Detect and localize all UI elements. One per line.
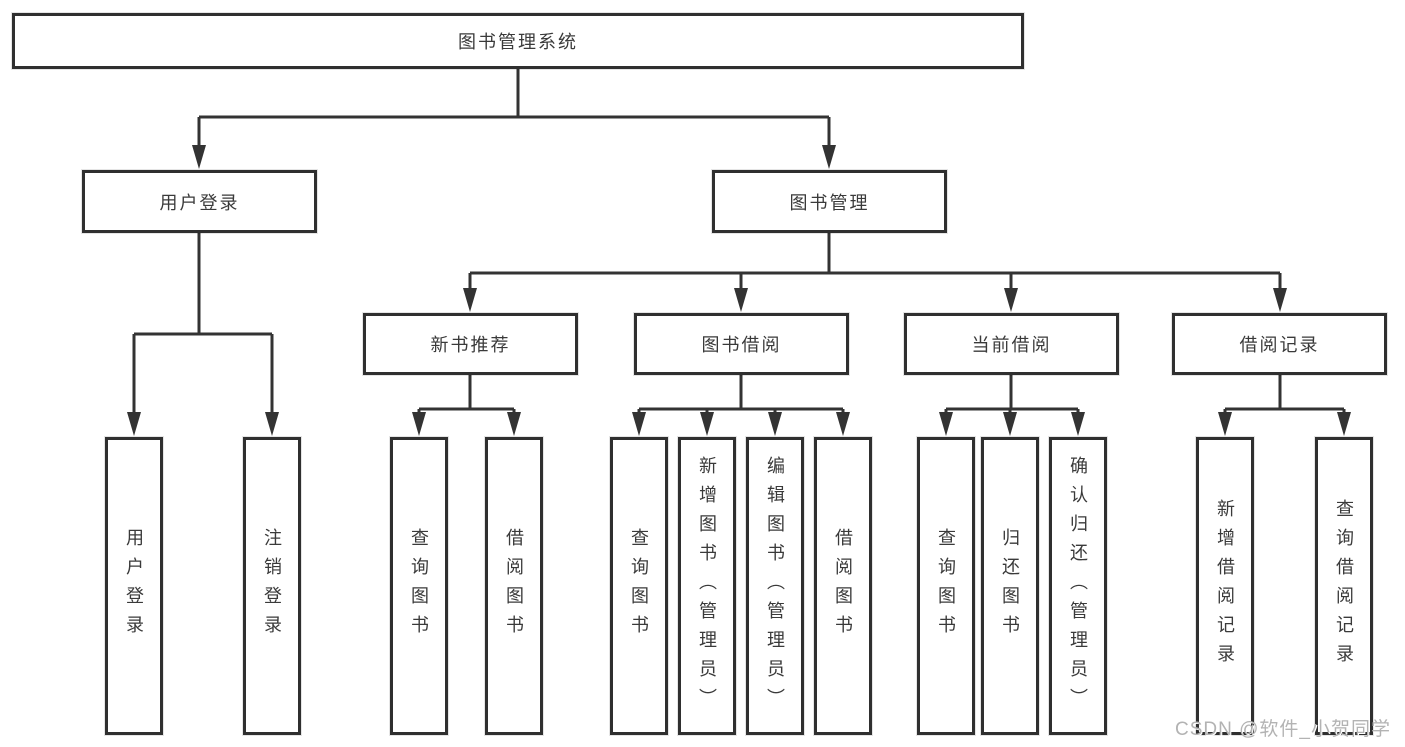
connector-current-borrow-to-leaves [944, 375, 1080, 414]
leaf-logout: 注销登录 [243, 437, 301, 735]
leaf-query-books: 查询图书 [917, 437, 975, 735]
leaf-add-borrow-record: 新增借阅记录 [1196, 437, 1254, 735]
node-library-management-system: 图书管理系统 [12, 13, 1024, 69]
connector-user-login-to-leaves [132, 233, 274, 414]
connector-borrow-record-to-leaves [1223, 375, 1346, 414]
leaf-user-login: 用户登录 [105, 437, 163, 735]
leaf-return-books: 归还图书 [981, 437, 1039, 735]
node-current-borrowing: 当前借阅 [904, 313, 1119, 375]
leaf-confirm-return-admin: 确认归还（管理员） [1049, 437, 1107, 735]
node-book-management: 图书管理 [712, 170, 947, 233]
connector-new-book-rec-to-leaves [417, 375, 516, 414]
node-borrowing-records: 借阅记录 [1172, 313, 1387, 375]
node-user-login: 用户登录 [82, 170, 317, 233]
leaf-query-books: 查询图书 [390, 437, 448, 735]
leaf-query-books: 查询图书 [610, 437, 668, 735]
connector-book-borrow-to-leaves [637, 375, 845, 414]
connector-book-mgmt-to-level3 [468, 233, 1282, 291]
leaf-borrow-books: 借阅图书 [485, 437, 543, 735]
leaf-query-borrow-record: 查询借阅记录 [1315, 437, 1373, 735]
node-new-book-recommend: 新书推荐 [363, 313, 578, 375]
csdn-watermark: CSDN @软件_小贺同学 [1175, 719, 1391, 740]
connector-root-to-level2 [197, 69, 831, 150]
leaf-borrow-books: 借阅图书 [814, 437, 872, 735]
node-book-borrowing: 图书借阅 [634, 313, 849, 375]
leaf-add-books-admin: 新增图书（管理员） [678, 437, 736, 735]
leaf-edit-books-admin: 编辑图书（管理员） [746, 437, 804, 735]
